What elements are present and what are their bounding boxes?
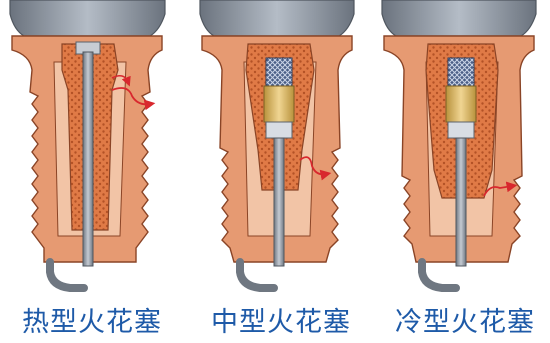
medium-spark-plug [200,0,354,288]
terminal-mesh [266,58,292,86]
resistor-core [446,86,476,122]
cold-plug-caption: 冷型火花塞 [380,306,550,340]
ground-electrode [50,262,84,288]
hot-plug-caption: 热型火花塞 [6,306,178,340]
resistor-core [264,86,294,122]
terminal-mesh [448,58,474,86]
hex-nut [382,0,536,36]
cold-spark-plug [382,0,536,288]
spark-plug-cutaway-illustrations [0,0,550,310]
hex-nut [200,0,354,36]
medium-plug-caption: 中型火花塞 [196,306,366,340]
center-electrode [456,138,466,266]
center-electrode [83,52,93,266]
hex-nut [10,0,165,36]
ground-electrode [240,262,274,288]
ground-electrode [422,262,456,288]
center-electrode [274,138,284,266]
hot-spark-plug [10,0,165,288]
